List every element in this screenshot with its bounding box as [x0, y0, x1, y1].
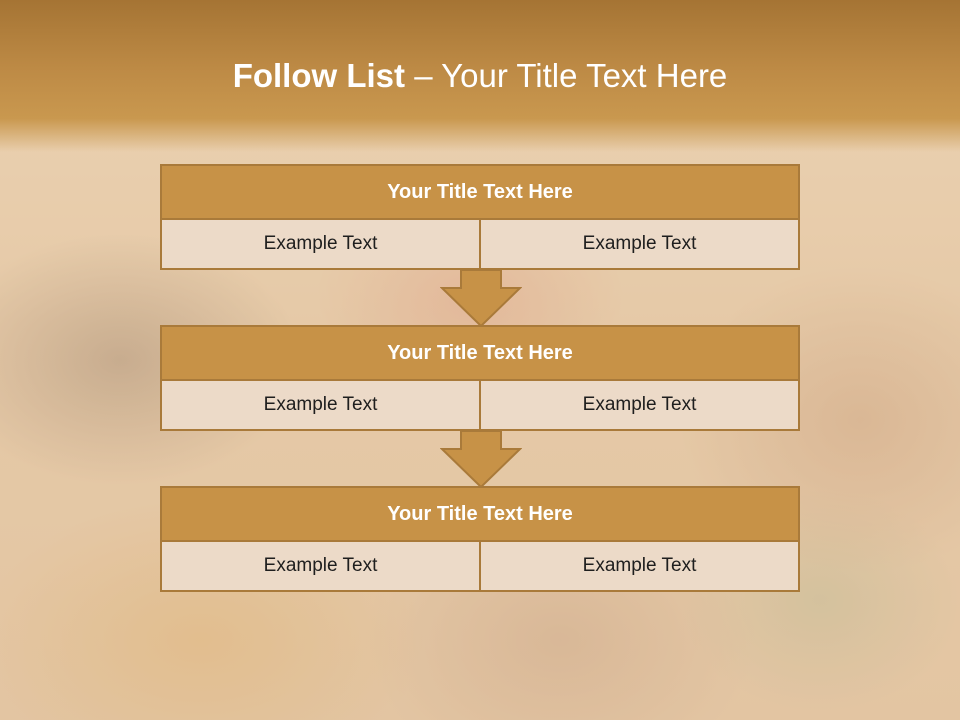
down-arrow-icon — [440, 270, 522, 328]
block-cell-left: Example Text — [160, 220, 481, 270]
block-cell-left: Example Text — [160, 381, 481, 431]
slide-title-bold: Follow List — [232, 57, 406, 94]
down-arrow-icon — [440, 431, 522, 489]
title-banner — [0, 0, 960, 152]
block-row: Example Text Example Text — [160, 381, 800, 431]
block-title: Your Title Text Here — [160, 164, 800, 220]
slide-title-rest: – Your Title Text Here — [405, 57, 728, 94]
block-title: Your Title Text Here — [160, 325, 800, 381]
slide-title: Follow List – Your Title Text Here — [0, 56, 960, 96]
list-block-1: Your Title Text Here Example Text Exampl… — [160, 164, 800, 270]
block-cell-right: Example Text — [481, 381, 800, 431]
block-cell-right: Example Text — [481, 542, 800, 592]
block-cell-right: Example Text — [481, 220, 800, 270]
block-row: Example Text Example Text — [160, 220, 800, 270]
block-cell-left: Example Text — [160, 542, 481, 592]
block-title: Your Title Text Here — [160, 486, 800, 542]
list-block-2: Your Title Text Here Example Text Exampl… — [160, 325, 800, 431]
list-block-3: Your Title Text Here Example Text Exampl… — [160, 486, 800, 592]
block-row: Example Text Example Text — [160, 542, 800, 592]
